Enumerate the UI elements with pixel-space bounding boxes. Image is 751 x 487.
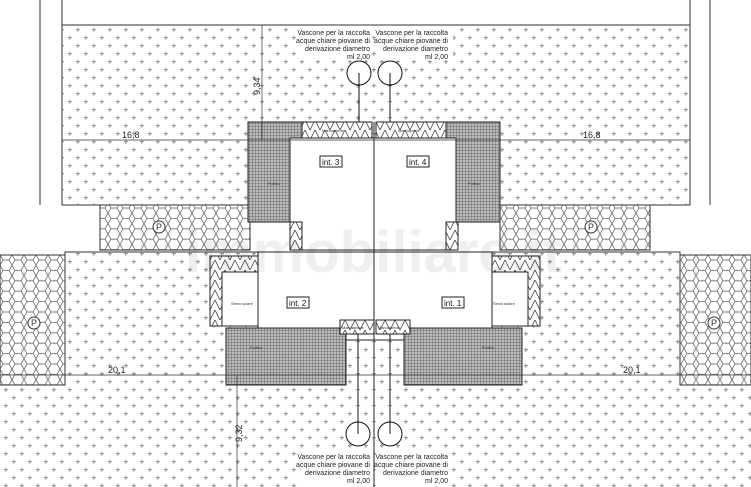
unit-label-int-2: int. 2 [289,299,307,308]
parking-sign: P [584,220,598,234]
sidewalk-label: Marciapiede [398,128,421,133]
greenhouse-label: Serra solare [231,301,254,306]
svg-text:9,32: 9,32 [234,424,244,442]
svg-text:derivazione diametro: derivazione diametro [305,46,370,53]
svg-text:ml 2,00: ml 2,00 [425,478,448,485]
porch-label: Portico [250,345,263,350]
svg-text:P: P [156,222,162,232]
unit-label-int-4: int. 4 [409,158,427,167]
svg-text:P: P [711,318,717,328]
greenhouse-label: Serra solare [493,301,516,306]
svg-text:ml 2,00: ml 2,00 [347,54,370,61]
svg-text:acque chiare piovane di: acque chiare piovane di [374,38,448,45]
parking-sign: P [27,316,41,330]
watermark: immobiliare.it [185,220,562,285]
lower-building: Marciapiede Marciapiede Serra solare Ser… [209,251,541,487]
svg-text:Vascone per la raccolta: Vascone per la raccolta [375,454,448,461]
dimension-upper-width: 16,8 16,8 [62,130,690,141]
dimension-lower-depth: 9,32 [234,375,244,487]
rainwater-tank-lower-right [377,334,403,447]
sidewalk-label: Marciapiede [378,325,401,330]
svg-text:derivazione diametro: derivazione diametro [383,46,448,53]
upper-building: Marciapiede Marciapiede Portico Portico … [247,121,501,385]
svg-text:Vascone per la raccolta: Vascone per la raccolta [297,454,370,461]
svg-text:16,8: 16,8 [583,130,601,140]
svg-text:derivazione diametro: derivazione diametro [305,470,370,477]
sidewalk-label: Marciapiede [342,325,365,330]
unit-label-int-1: int. 1 [444,299,462,308]
dimension-lower-width: 20,1 20,1 [0,365,751,376]
porch-label: Portico [468,181,481,186]
unit-label-int-3: int. 3 [322,158,340,167]
sidewalk-label: Marciapiede [322,128,345,133]
svg-text:acque chiare piovane di: acque chiare piovane di [296,38,370,45]
svg-text:Vascone per la raccolta: Vascone per la raccolta [375,30,448,37]
svg-text:derivazione diametro: derivazione diametro [383,470,448,477]
svg-text:16,8: 16,8 [122,130,140,140]
parking-sign: P [707,316,721,330]
tank-note-lower-left: Vascone per la raccolta acque chiare pio… [296,451,373,487]
porch-label: Portico [268,181,281,186]
lower-garden-strip [0,385,751,487]
svg-text:P: P [588,222,594,232]
parking-sign: P [152,220,166,234]
svg-text:20,1: 20,1 [623,365,641,375]
svg-text:ml 2,00: ml 2,00 [425,54,448,61]
svg-text:9,34: 9,34 [252,77,262,95]
tank-note-lower-right: Vascone per la raccolta acque chiare pio… [374,451,451,487]
svg-text:P: P [31,318,37,328]
parking-area-upper-left [99,204,251,251]
svg-text:ml 2,00: ml 2,00 [347,478,370,485]
tank-note-upper-left: Vascone per la raccolta acque chiare pio… [296,26,371,61]
svg-text:Vascone per la raccolta: Vascone per la raccolta [297,30,370,37]
svg-text:20,1: 20,1 [108,365,126,375]
rainwater-tank-upper-left [346,60,372,122]
svg-text:acque chiare piovane di: acque chiare piovane di [374,462,448,469]
rainwater-tank-upper-right [377,60,403,122]
tank-note-upper-right: Vascone per la raccolta acque chiare pio… [374,26,453,61]
dimension-upper-depth: 9,34 [252,25,263,140]
parking-area-upper-right [499,204,651,251]
svg-text:acque chiare piovane di: acque chiare piovane di [296,462,370,469]
porch-label: Portico [482,345,495,350]
rainwater-tank-lower-left [345,334,371,447]
